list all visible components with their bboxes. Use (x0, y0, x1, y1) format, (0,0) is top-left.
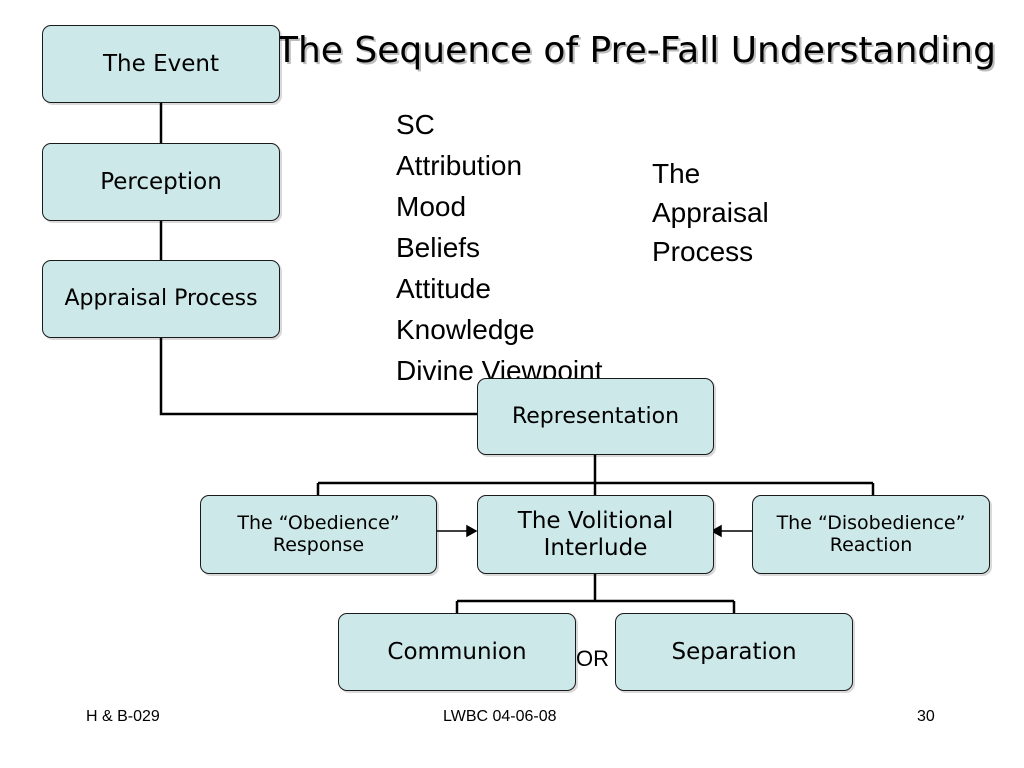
connector-appraisal-representation (159, 338, 477, 416)
appraisal-factor: Mood (396, 191, 467, 222)
footer-center: LWBC 04-06-08 (443, 708, 557, 725)
node-obedience-response-label: The “Obedience” Response (237, 511, 400, 556)
node-appraisal-process-label: Appraisal Process (64, 286, 258, 312)
arrowhead-left (710, 524, 722, 538)
node-appraisal-process: Appraisal Process (42, 260, 280, 338)
node-disobedience-reaction: The “Disobedience” Reaction (752, 495, 990, 574)
node-the-event: The Event (42, 25, 280, 103)
node-perception-label: Perception (100, 168, 222, 195)
or-label: OR (576, 646, 609, 671)
node-representation: Representation (477, 378, 714, 455)
node-separation: Separation (615, 613, 853, 691)
node-the-event-label: The Event (103, 50, 219, 77)
slide-title: The Sequence of Pre-Fall Understanding (276, 30, 996, 71)
arrowhead-right (466, 524, 478, 538)
node-representation-label: Representation (511, 403, 680, 429)
node-communion: Communion (338, 613, 576, 691)
node-volitional-interlude-label: The Volitional Interlude (517, 508, 674, 561)
footer-page-number: 30 (917, 708, 935, 725)
appraisal-factor: Knowledge (396, 314, 535, 345)
appraisal-factor: Attribution (396, 150, 523, 181)
appraisal-factor: Attitude (396, 273, 491, 304)
node-perception: Perception (42, 143, 280, 221)
appraisal-factors-list: SC Attribution Mood Beliefs Attitude Kno… (396, 104, 603, 391)
node-communion-label: Communion (387, 638, 527, 665)
appraisal-process-label: The Appraisal Process (652, 158, 769, 267)
node-volitional-interlude: The Volitional Interlude (477, 495, 714, 574)
node-disobedience-reaction-label: The “Disobedience” Reaction (776, 511, 966, 556)
appraisal-factor: SC (396, 109, 435, 140)
node-separation-label: Separation (671, 638, 797, 665)
footer-left: H & B-029 (86, 708, 160, 725)
node-obedience-response: The “Obedience” Response (200, 495, 437, 574)
appraisal-factor: Beliefs (396, 232, 481, 263)
